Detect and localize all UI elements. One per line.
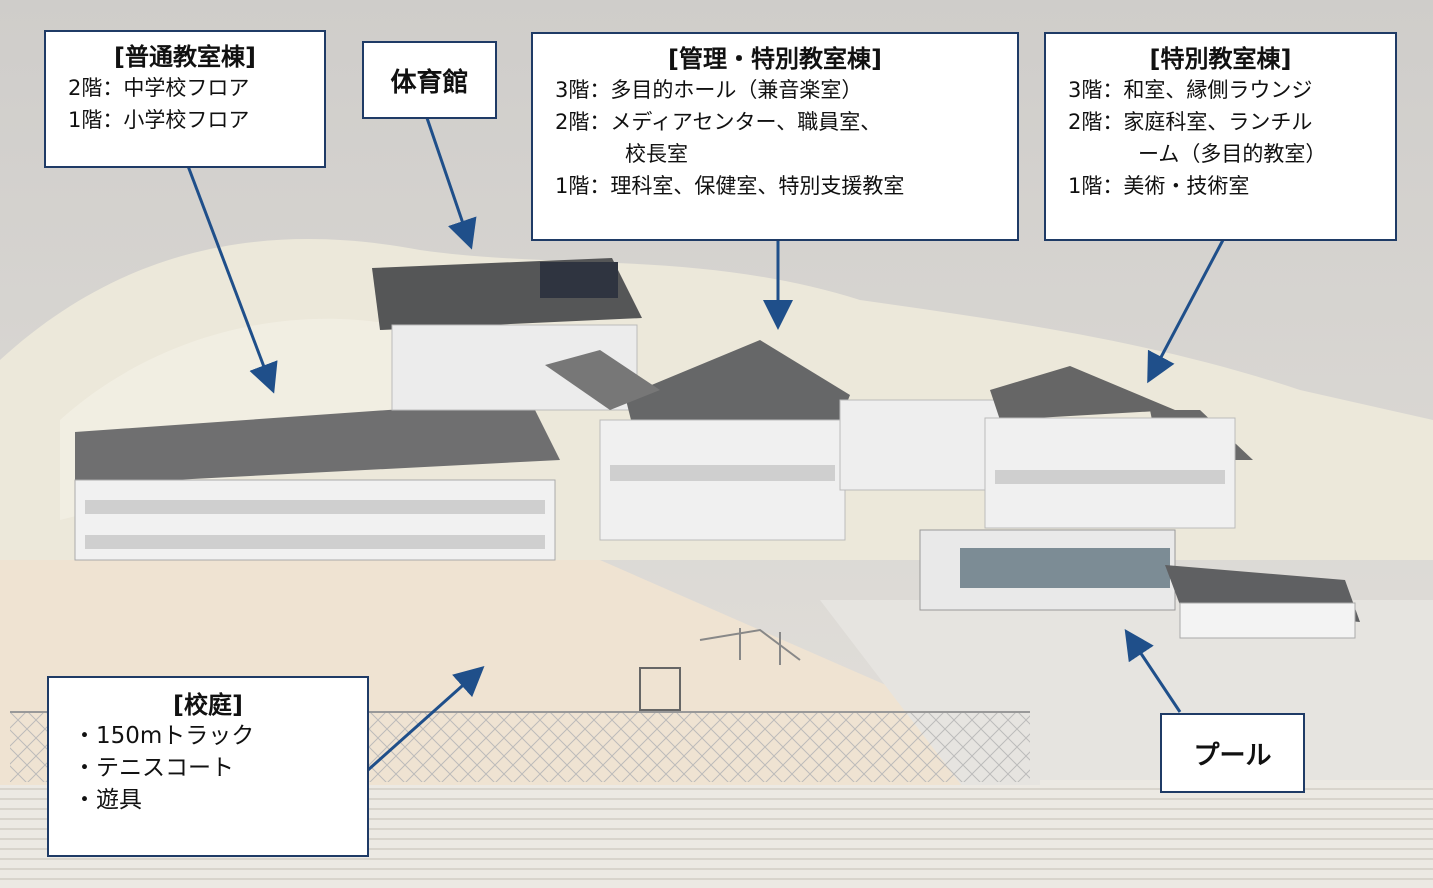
arrow-pool xyxy=(1124,629,1182,713)
label-classroom-line-1: 2階：中学校フロア xyxy=(68,76,250,100)
label-special-line-1: 3階：和室、縁側ラウンジ xyxy=(1068,78,1313,102)
label-yard-line-1: ・150mトラック xyxy=(73,723,255,749)
label-yard-line-3: ・遊具 xyxy=(73,787,142,813)
label-classroom-line-2: 1階：小学校フロア xyxy=(68,108,250,132)
label-special-line-4: 1階：美術・技術室 xyxy=(1068,174,1250,198)
label-admin-building: [管理・特別教室棟] 3階：多目的ホール（兼音楽室） 2階：メディアセンター、職… xyxy=(531,32,1019,241)
label-yard-line-2: ・テニスコート xyxy=(73,755,234,781)
arrow-special xyxy=(1147,239,1225,384)
label-special-title: [特別教室棟] xyxy=(1149,45,1292,73)
label-admin-line-1: 3階：多目的ホール（兼音楽室） xyxy=(555,78,863,102)
arrow-yard xyxy=(367,666,485,772)
label-classroom-building: [普通教室棟] 2階：中学校フロア 1階：小学校フロア xyxy=(44,30,326,168)
label-pool: プール xyxy=(1160,713,1305,793)
label-special-building: [特別教室棟] 3階：和室、縁側ラウンジ 2階：家庭科室、ランチル ーム（多目的… xyxy=(1044,32,1397,241)
arrow-gym xyxy=(425,117,477,250)
label-admin-title: [管理・特別教室棟] xyxy=(668,45,882,73)
label-schoolyard: [校庭] ・150mトラック ・テニスコート ・遊具 xyxy=(47,676,369,857)
label-admin-line-2: 2階：メディアセンター、職員室、 xyxy=(555,110,882,134)
label-admin-line-4: 1階：理科室、保健室、特別支援教室 xyxy=(555,174,905,198)
label-gym-title: 体育館 xyxy=(390,67,469,98)
label-admin-line-3: 校長室 xyxy=(625,142,688,166)
label-yard-title: [校庭] xyxy=(173,691,243,719)
label-classroom-title: [普通教室棟] xyxy=(114,43,256,71)
label-special-line-3: ーム（多目的教室） xyxy=(1138,142,1327,166)
label-pool-title: プール xyxy=(1193,740,1272,771)
label-special-line-2: 2階：家庭科室、ランチル xyxy=(1068,110,1313,134)
label-gym: 体育館 xyxy=(362,41,497,119)
arrow-classroom xyxy=(186,165,278,394)
